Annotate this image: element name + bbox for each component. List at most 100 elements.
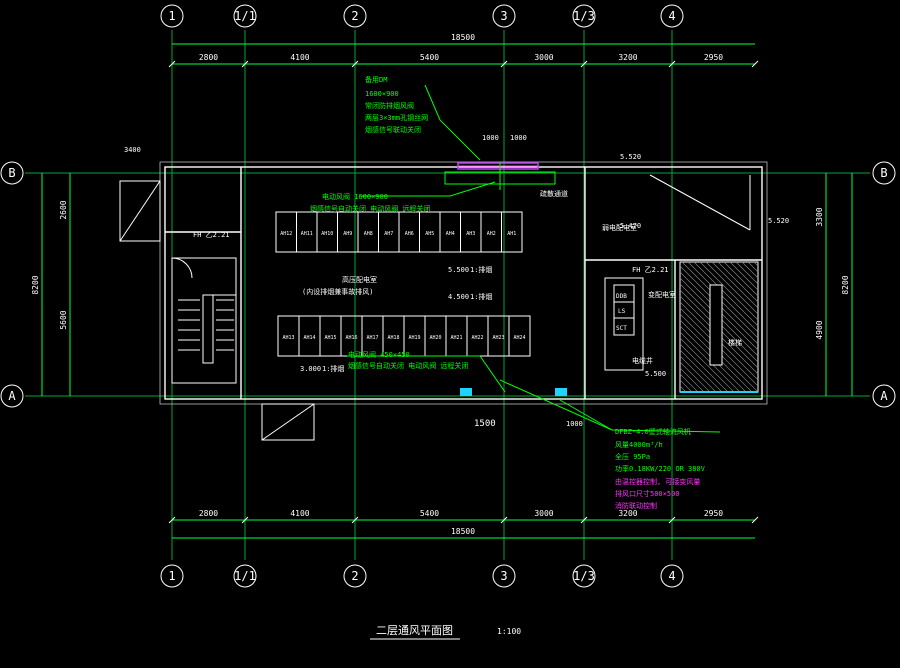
axis-label-left-0: B xyxy=(8,166,15,180)
hatch-line xyxy=(679,337,735,393)
equip-box-3: SCT xyxy=(616,325,627,332)
axis-bubble-top-2 xyxy=(343,4,367,28)
cabinet-label: AH14 xyxy=(303,335,315,341)
cabinet-label: AH11 xyxy=(301,231,313,237)
duct-note: 电动风阀 1600×900 xyxy=(322,192,388,201)
cabinet-label: AH8 xyxy=(364,231,373,237)
cabinet-label: AH23 xyxy=(492,335,504,341)
hatch-line xyxy=(735,261,759,285)
dim-overall-top: 18500 xyxy=(451,33,475,42)
equip-box-2: LS xyxy=(618,308,626,315)
dim-span-top-1: 4100 xyxy=(290,53,309,62)
fan-spec-5: 由温控器控制, 可接变风量 xyxy=(615,477,700,486)
hatch-line xyxy=(741,261,759,279)
cabinet-label: AH1 xyxy=(507,231,516,237)
dim-tick-bottom-2 xyxy=(351,516,359,524)
fan-spec-2: 风量4000m³/h xyxy=(615,441,663,449)
room-center-sublabel: (内设排烟兼事故排风) xyxy=(302,287,373,296)
dim-top-small-1: 1000 xyxy=(482,134,499,142)
annotations: 备用DM 1600×900 常闭防排烟风阀 两层3×3mm孔钢丝网 烟感信号联动… xyxy=(124,75,789,510)
hatch-line xyxy=(679,373,699,393)
axis-label-bottom-2: 2 xyxy=(351,569,358,583)
cabinet-label: AH19 xyxy=(408,335,420,341)
dim-v-part-right-1: 4900 xyxy=(815,320,824,339)
hatch-line xyxy=(687,261,759,333)
shaft-right xyxy=(649,174,751,231)
room-center-label: 高压配电室 xyxy=(342,275,377,284)
axis-label-top-4: 1/3 xyxy=(573,9,595,23)
hatch-line xyxy=(679,355,717,393)
hatch-line xyxy=(679,361,711,393)
axis-bubble-top-5 xyxy=(660,4,684,28)
dim-span-bottom-2: 5400 xyxy=(420,509,439,518)
cabinet-label: AH5 xyxy=(425,231,434,237)
right-stair xyxy=(679,261,759,393)
stair-label-left: FH 乙2.21 xyxy=(193,231,230,239)
hatch-line xyxy=(747,261,759,273)
hatch-line xyxy=(753,261,759,267)
axis-label-bottom-4: 1/3 xyxy=(573,569,595,583)
exhaust-note-line-1: 备用DM xyxy=(365,75,387,84)
axis-label-right-1: A xyxy=(880,389,888,403)
duct-note-2: 烟感信号自动关闭 电动风阀 远程关闭 xyxy=(310,204,430,213)
building-walls xyxy=(159,161,768,405)
dim-span-bottom-3: 3000 xyxy=(534,509,553,518)
hatch-line xyxy=(679,349,723,393)
hatch-line xyxy=(717,261,759,303)
dim-bottom-small-2: 1000 xyxy=(566,420,583,428)
cabinet-label: AH13 xyxy=(282,335,294,341)
dim-tick-top-5 xyxy=(668,60,676,68)
fan-spec-6: 排风口尺寸500×500 xyxy=(615,489,680,498)
axis-bubble-top-0 xyxy=(160,4,184,28)
drawing-scale: 1:100 xyxy=(497,627,521,636)
cabinet-box xyxy=(501,211,523,253)
cabinet-label: AH18 xyxy=(387,335,399,341)
dim-v-part-left-0: 2600 xyxy=(59,200,68,219)
exhaust-note-line-4: 两层3×3mm孔钢丝网 xyxy=(365,113,428,122)
stairs-tag: 楼梯 xyxy=(728,338,742,347)
elevation-1-label: 1:排烟 xyxy=(470,265,492,274)
cabinet-label: AH16 xyxy=(345,335,357,341)
axis-bubble-bottom-1 xyxy=(233,564,257,588)
drawing-title: 二层通风平面图 xyxy=(376,624,453,637)
hatch-line xyxy=(723,261,759,297)
stair-label-right: FH 乙2.21 xyxy=(632,266,669,274)
cabinet-label: AH20 xyxy=(429,335,441,341)
axis-bubble-top-4 xyxy=(572,4,596,28)
axis-grid-lines xyxy=(25,30,870,560)
dim-tick-bottom-1 xyxy=(241,516,249,524)
hatch-line xyxy=(679,367,705,393)
cabinet-label: AH2 xyxy=(487,231,496,237)
dim-tick-top-2 xyxy=(351,60,359,68)
axis-label-left-1: A xyxy=(8,389,16,403)
cabinet-label: AH3 xyxy=(466,231,475,237)
dim-tick-bottom-6 xyxy=(751,516,759,524)
axis-label-bottom-5: 4 xyxy=(668,569,675,583)
axis-label-top-0: 1 xyxy=(168,9,175,23)
axis-bubble-right-1 xyxy=(872,384,896,408)
dim-span-top-3: 3000 xyxy=(534,53,553,62)
axis-bubble-right-0 xyxy=(872,161,896,185)
dim-tick-top-1 xyxy=(241,60,249,68)
dim-tick-top-3 xyxy=(500,60,508,68)
elevation-2-label: 1:排烟 xyxy=(470,292,492,301)
duct-note-3: 电动风阀 450×450 xyxy=(348,350,410,359)
fan-spec-1: DFBZ-4.0壁式轴流风机 xyxy=(615,427,691,436)
axis-bubble-bottom-0 xyxy=(160,564,184,588)
dim-tick-top-0 xyxy=(168,60,176,68)
dim-left-small: 3400 xyxy=(124,146,141,154)
dim-span-top-4: 3200 xyxy=(618,53,637,62)
elevation-right-4: 5.520 xyxy=(768,217,789,225)
room-right-label: 弱电配电室 xyxy=(602,223,637,232)
elevation-1: 5.500 xyxy=(448,266,469,274)
cabinet-box xyxy=(508,315,531,357)
dim-top-small-2: 1000 xyxy=(510,134,527,142)
hatch-line xyxy=(699,261,759,321)
exhaust-note-line-3: 常闭防排烟风阀 xyxy=(365,101,414,110)
axis-label-top-1: 1/1 xyxy=(234,9,256,23)
right-equipment xyxy=(604,277,644,371)
dim-tick-bottom-0 xyxy=(168,516,176,524)
shaft-bottom xyxy=(261,403,315,441)
equip-right-label: 电缆井 xyxy=(632,356,653,365)
